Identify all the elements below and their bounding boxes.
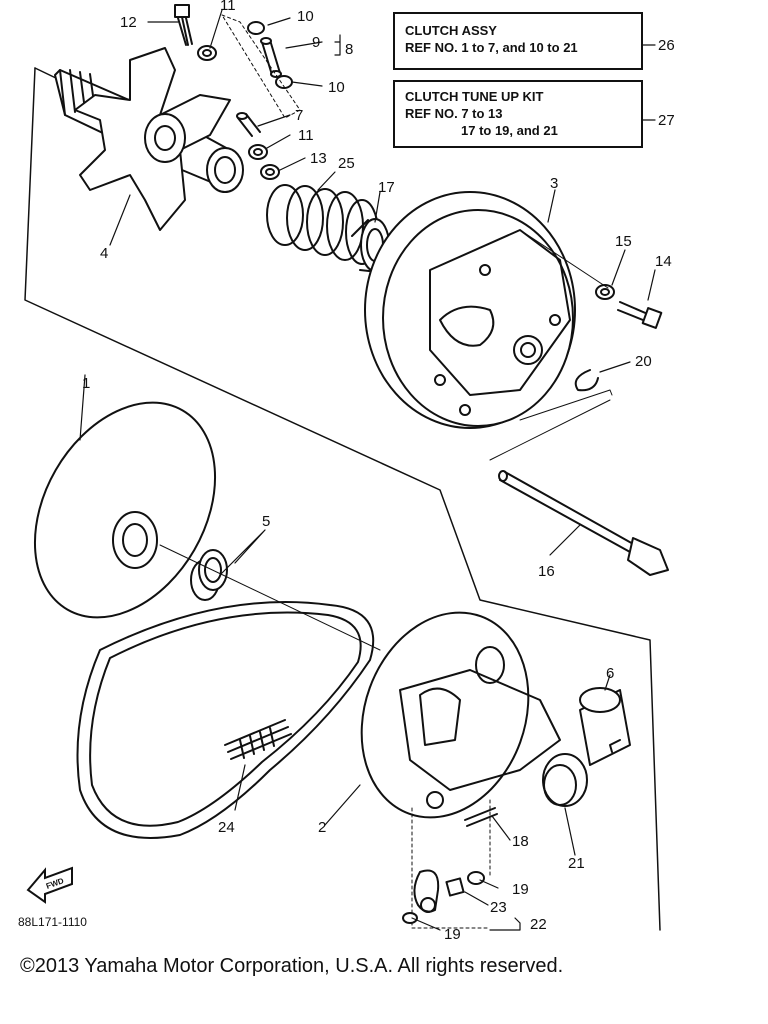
- label-11-lower: 11: [298, 127, 314, 144]
- tune-up-kit-title: CLUTCH TUNE UP KIT: [405, 89, 544, 104]
- label-1: 1: [82, 375, 90, 392]
- label-19-left: 19: [444, 926, 461, 943]
- label-17: 17: [378, 179, 395, 196]
- clutch-assy-title: CLUTCH ASSY: [405, 23, 497, 38]
- label-22: 22: [530, 916, 547, 933]
- cover-3: [364, 191, 576, 429]
- label-10-top: 10: [297, 8, 314, 25]
- label-20: 20: [635, 353, 652, 370]
- label-10-lower: 10: [328, 79, 345, 96]
- label-24: 25: [338, 155, 355, 172]
- label-16: 16: [538, 563, 555, 580]
- washer-15: [595, 284, 615, 300]
- label-8: 8: [345, 41, 353, 58]
- drive-belt-25: [76, 601, 375, 839]
- label-3: 3: [550, 175, 558, 192]
- tune-up-kit-ref-cont: 17 to 19, and 21: [461, 123, 558, 138]
- label-15: 15: [615, 233, 632, 250]
- fwd-arrow-icon: FWD: [26, 866, 73, 904]
- label-21: 21: [568, 855, 585, 872]
- clutch-assy-box: CLUTCH ASSY REF NO. 1 to 7, and 10 to 21: [393, 12, 643, 70]
- label-14: 14: [655, 253, 672, 270]
- bolt-14: [617, 301, 663, 329]
- assembly-outline: [24, 67, 661, 931]
- label-2: 2: [318, 819, 326, 836]
- label-5: 5: [262, 513, 270, 530]
- washer-13: [260, 164, 280, 180]
- label-13: 13: [310, 150, 327, 167]
- label-6: 6: [606, 665, 614, 682]
- spring-24: [266, 184, 379, 265]
- washer-11-lower: [248, 144, 268, 160]
- bushing-21: [542, 753, 588, 807]
- label-23: 23: [490, 899, 507, 916]
- label-26: 26: [658, 37, 675, 54]
- label-9: 9: [312, 34, 320, 51]
- tune-up-kit-ref: REF NO. 7 to 13: [405, 106, 503, 121]
- copyright-notice: ©2013 Yamaha Motor Corporation, U.S.A. A…: [20, 955, 564, 977]
- label-18: 18: [512, 833, 529, 850]
- drawing-number: 88L171-1110: [18, 915, 87, 929]
- pin-9: [247, 21, 293, 89]
- leader-lines: [79, 9, 656, 931]
- part-number-labels: 12 11 10 9 8 10 7 11 13 25 17 3 15 14 20…: [82, 0, 675, 943]
- label-12: 12: [120, 14, 137, 31]
- weight-arm-22: [402, 869, 485, 924]
- bolt-12: [174, 4, 193, 46]
- sleeve-6: [579, 687, 631, 766]
- label-19-right: 19: [512, 881, 529, 898]
- label-25: 24: [218, 819, 235, 836]
- label-11-top: 11: [220, 0, 236, 14]
- tune-up-kit-box: CLUTCH TUNE UP KIT REF NO. 7 to 13 17 to…: [393, 80, 643, 148]
- clip-20: [574, 369, 599, 392]
- bushings-5: [190, 549, 228, 601]
- label-27: 27: [658, 112, 675, 129]
- spider-assembly: [54, 47, 244, 231]
- movable-sheave-2: [360, 611, 561, 819]
- roller-7: [236, 112, 261, 137]
- label-4: 4: [100, 245, 108, 262]
- washer-11-top: [197, 45, 217, 61]
- clutch-assy-ref: REF NO. 1 to 7, and 10 to 21: [405, 40, 578, 55]
- fixed-sheave-1: [33, 401, 217, 619]
- label-7: 7: [295, 107, 303, 124]
- long-bolt-16: [489, 399, 669, 576]
